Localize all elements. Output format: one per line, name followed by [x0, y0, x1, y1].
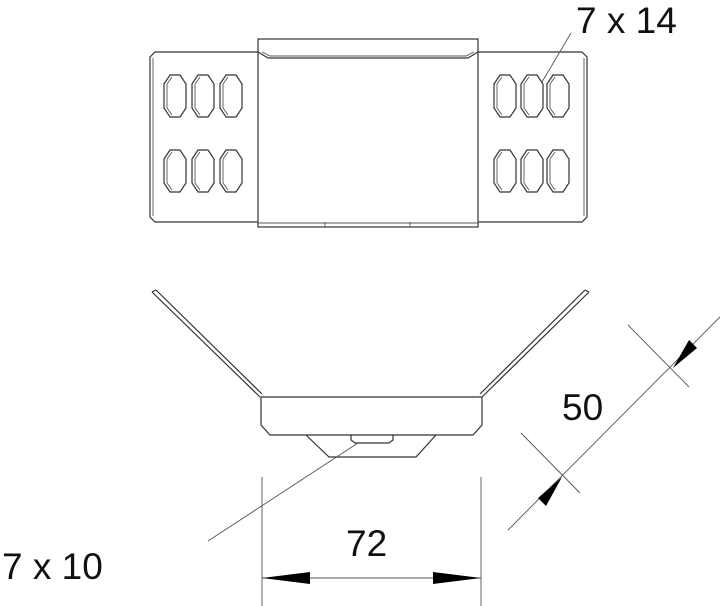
section-view: 7 x 10 72 50	[2, 289, 720, 606]
bottom-slot	[350, 435, 394, 444]
left-slots	[163, 74, 243, 193]
right-wing	[479, 289, 590, 398]
width-dimension: 72	[261, 477, 482, 606]
leader-line-bottom	[207, 442, 359, 542]
bottom-slot-label: 7 x 10	[2, 546, 103, 587]
center-channel	[257, 38, 479, 228]
left-plate	[149, 51, 258, 223]
left-wing	[151, 289, 263, 398]
height-dimension-label: 50	[562, 387, 603, 428]
lower-profile	[305, 434, 437, 458]
right-slots	[493, 74, 570, 193]
arrow-top-icon	[673, 340, 697, 368]
arrow-left-icon	[262, 572, 310, 584]
height-dimension: 50	[507, 316, 720, 531]
top-view: 7 x 14	[149, 0, 677, 228]
width-dimension-label: 72	[346, 523, 387, 564]
arrow-right-icon	[433, 572, 481, 584]
right-plate	[478, 51, 588, 223]
leader-line-top	[541, 32, 572, 83]
top-slot-label: 7 x 14	[576, 0, 677, 41]
base-profile	[260, 396, 483, 436]
arrow-bottom-icon	[538, 477, 562, 506]
